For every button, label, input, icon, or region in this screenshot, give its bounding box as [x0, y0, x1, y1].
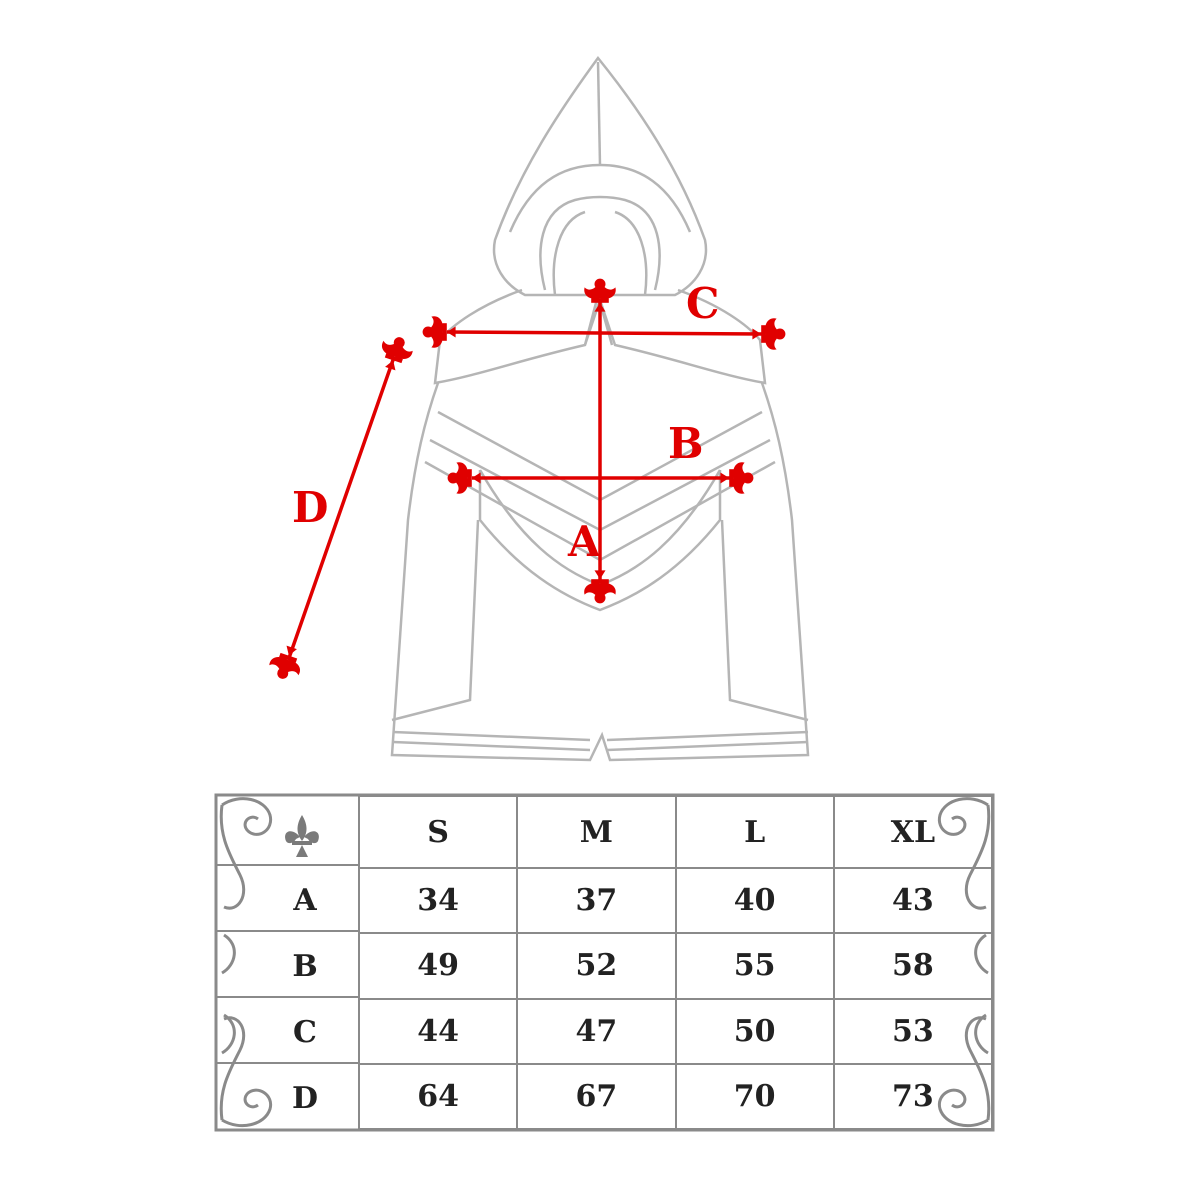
table-cell: 52 [516, 932, 677, 1000]
size-header-row: S M L XL [357, 795, 994, 869]
fleur-de-lis-icon [285, 815, 319, 857]
table-cell: 43 [832, 866, 994, 935]
table-cell: 44 [357, 997, 519, 1065]
size-s-header: S [357, 795, 519, 869]
measure-label-d: D [292, 483, 328, 532]
table-row: 34 37 40 43 [357, 866, 994, 935]
table-cell: 55 [674, 932, 835, 1000]
table-cell: 58 [832, 932, 994, 1000]
table-cell: 50 [674, 997, 835, 1065]
size-l-header: L [674, 795, 835, 869]
table-row: 64 67 70 73 [357, 1062, 994, 1131]
table-cell: 70 [674, 1062, 835, 1131]
table-cell: 64 [357, 1062, 519, 1131]
table-cell: 34 [357, 866, 519, 935]
size-xl-header: XL [832, 795, 994, 869]
row-label-d: D [291, 1081, 318, 1116]
table-cell: 37 [516, 866, 677, 935]
table-row: 49 52 55 58 [357, 932, 994, 1000]
row-label-a: A [293, 883, 317, 918]
measure-lines [287, 300, 763, 659]
measure-label-c: C [686, 279, 719, 328]
row-label-b: B [292, 949, 318, 984]
measure-label-a: A [567, 517, 602, 566]
table-cell: 40 [674, 866, 835, 935]
cloak-measurement-diagram: C B A D [266, 55, 810, 762]
table-cell: 73 [832, 1062, 994, 1131]
table-cell: 49 [357, 932, 519, 1000]
table-cell: 67 [516, 1062, 677, 1131]
size-table: S M L XL 34 37 40 43 49 52 55 58 44 47 5… [357, 795, 994, 1131]
size-chart: A B C D S M L XL 34 37 40 43 49 52 55 58… [210, 785, 1000, 1135]
table-row: 44 47 50 53 [357, 997, 994, 1065]
table-cell: 53 [832, 997, 994, 1065]
row-label-c: C [293, 1015, 317, 1050]
size-m-header: M [516, 795, 677, 869]
table-cell: 47 [516, 997, 677, 1065]
measure-endpoints [266, 278, 786, 684]
measure-label-b: B [668, 419, 704, 468]
